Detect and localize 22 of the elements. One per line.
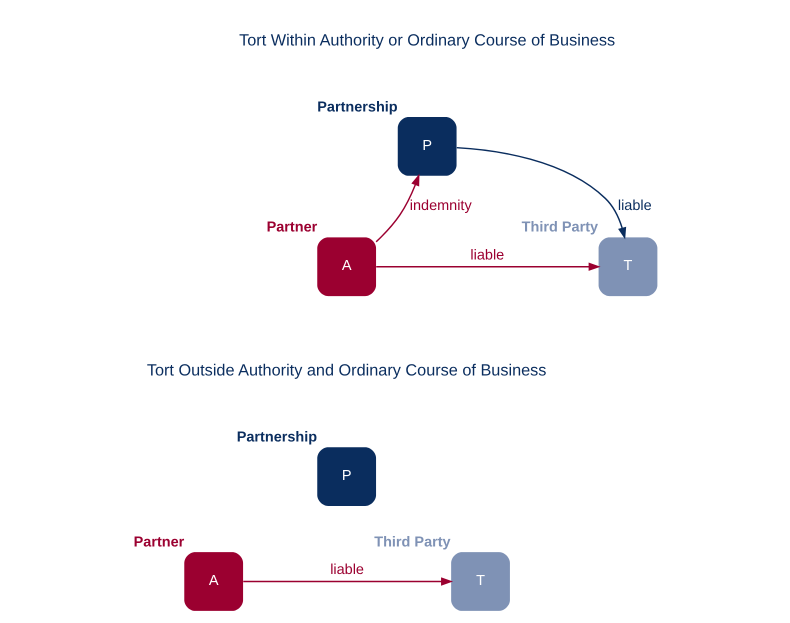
node-box: A (184, 552, 243, 611)
edge-label: indemnity (409, 198, 472, 214)
node-label: Third Party (374, 534, 450, 551)
label: Tort Outside Authority and Ordinary Course of Business (146, 362, 546, 380)
node-label: Partnership (316, 99, 398, 116)
edge-label: liable (330, 562, 364, 578)
node-label: Partnership (236, 430, 317, 446)
node-label: Partner (266, 220, 317, 236)
node-label: Third Party (521, 220, 598, 236)
node-label: Partner (133, 534, 184, 551)
edge-label: liable (617, 198, 652, 214)
node-box: T (598, 237, 657, 296)
node-box: P (397, 117, 456, 176)
arrow (376, 262, 600, 271)
node-box: T (450, 552, 510, 611)
node-box: P (316, 447, 376, 506)
arrow (242, 577, 453, 586)
edge-label: liable (470, 247, 504, 264)
node-box: A (316, 237, 376, 296)
arrow (375, 174, 419, 242)
arrow (456, 147, 626, 240)
label: Tort Within Authority or Ordinary Course of Business (238, 31, 615, 50)
